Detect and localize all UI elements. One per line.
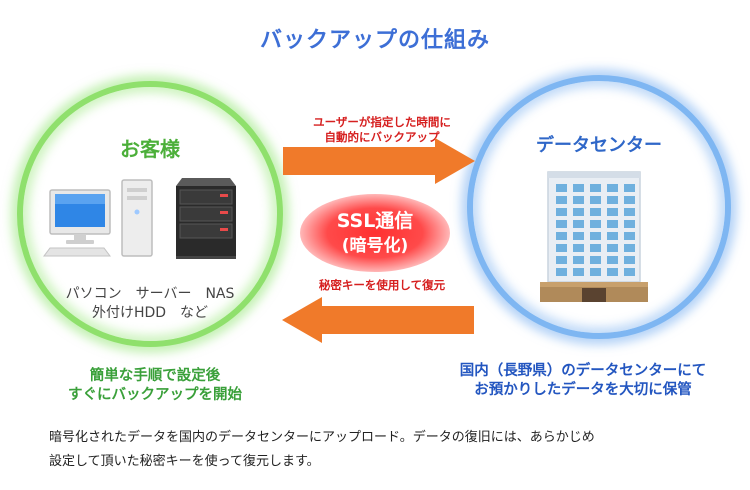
building-window <box>556 208 567 216</box>
building-window <box>573 256 584 264</box>
arrow-right-icon <box>283 138 475 184</box>
building-window <box>624 208 635 216</box>
datacenter-note-line1: 国内（長野県）のデータセンターにて <box>459 363 707 379</box>
building-window <box>607 244 618 252</box>
building-window <box>573 196 584 204</box>
building-window <box>590 184 601 192</box>
upload-caption: ユーザーが指定した時間に 自動的にバックアップ <box>287 115 477 145</box>
building-window <box>624 220 635 228</box>
devices-label-line1: パソコン サーバー NAS <box>65 286 235 302</box>
building-window <box>590 268 601 276</box>
building-window <box>624 244 635 252</box>
customer-note-line1: 簡単な手順で設定後 <box>89 368 221 384</box>
building-window <box>607 196 618 204</box>
building-window <box>590 232 601 240</box>
building-window <box>624 232 635 240</box>
customer-note: 簡単な手順で設定後 すぐにバックアップを開始 <box>27 367 283 405</box>
building-window <box>556 220 567 228</box>
description-line2: 設定して頂いた秘密キーを使って復元します。 <box>49 454 320 469</box>
building-window <box>607 184 618 192</box>
building-window <box>624 184 635 192</box>
building-window <box>624 196 635 204</box>
description-line1: 暗号化されたデータを国内のデータセンターにアップロード。データの復旧には、あらか… <box>49 430 595 445</box>
server-rack-icon <box>176 178 236 259</box>
building-window <box>573 184 584 192</box>
building-window <box>607 256 618 264</box>
building-window <box>556 256 567 264</box>
ssl-glow <box>300 194 450 272</box>
page-title: バックアップの仕組み <box>259 28 490 53</box>
building-window <box>607 208 618 216</box>
arrow-left-icon <box>282 297 474 343</box>
building-window <box>556 184 567 192</box>
building-window <box>573 268 584 276</box>
building-window <box>607 268 618 276</box>
datacenter-note: 国内（長野県）のデータセンターにて お預かりしたデータを大切に保管 <box>418 362 748 400</box>
building-window <box>607 220 618 228</box>
restore-caption: 秘密キーを使用して復元 <box>318 278 446 292</box>
devices-label-line2: 外付けHDD など <box>91 305 209 321</box>
building-window <box>573 232 584 240</box>
ssl-label-line2: (暗号化) <box>341 236 409 256</box>
building-window <box>590 196 601 204</box>
desktop-pc-icon <box>43 179 153 257</box>
building-window <box>590 208 601 216</box>
building-window <box>590 244 601 252</box>
customer-note-line2: すぐにバックアップを開始 <box>68 387 242 403</box>
building-window <box>556 196 567 204</box>
building-window <box>573 244 584 252</box>
ssl-label-line1: SSL通信 <box>336 210 414 232</box>
building-window <box>607 232 618 240</box>
building-window <box>590 256 601 264</box>
building-window <box>624 256 635 264</box>
description-text: 暗号化されたデータを国内のデータセンターにアップロード。データの復旧には、あらか… <box>49 426 739 474</box>
building-window <box>556 232 567 240</box>
datacenter-note-line2: お預かりしたデータを大切に保管 <box>474 382 692 398</box>
building-window <box>573 220 584 228</box>
building-window <box>573 208 584 216</box>
building-window <box>624 268 635 276</box>
datacenter-label: データセンター <box>536 135 662 156</box>
office-building-icon <box>540 171 648 302</box>
upload-caption-line1: ユーザーが指定した時間に <box>313 115 451 129</box>
building-window <box>556 268 567 276</box>
building-window <box>590 220 601 228</box>
building-window <box>556 244 567 252</box>
upload-caption-line2: 自動的にバックアップ <box>324 130 440 144</box>
customer-label: お客様 <box>120 137 180 161</box>
